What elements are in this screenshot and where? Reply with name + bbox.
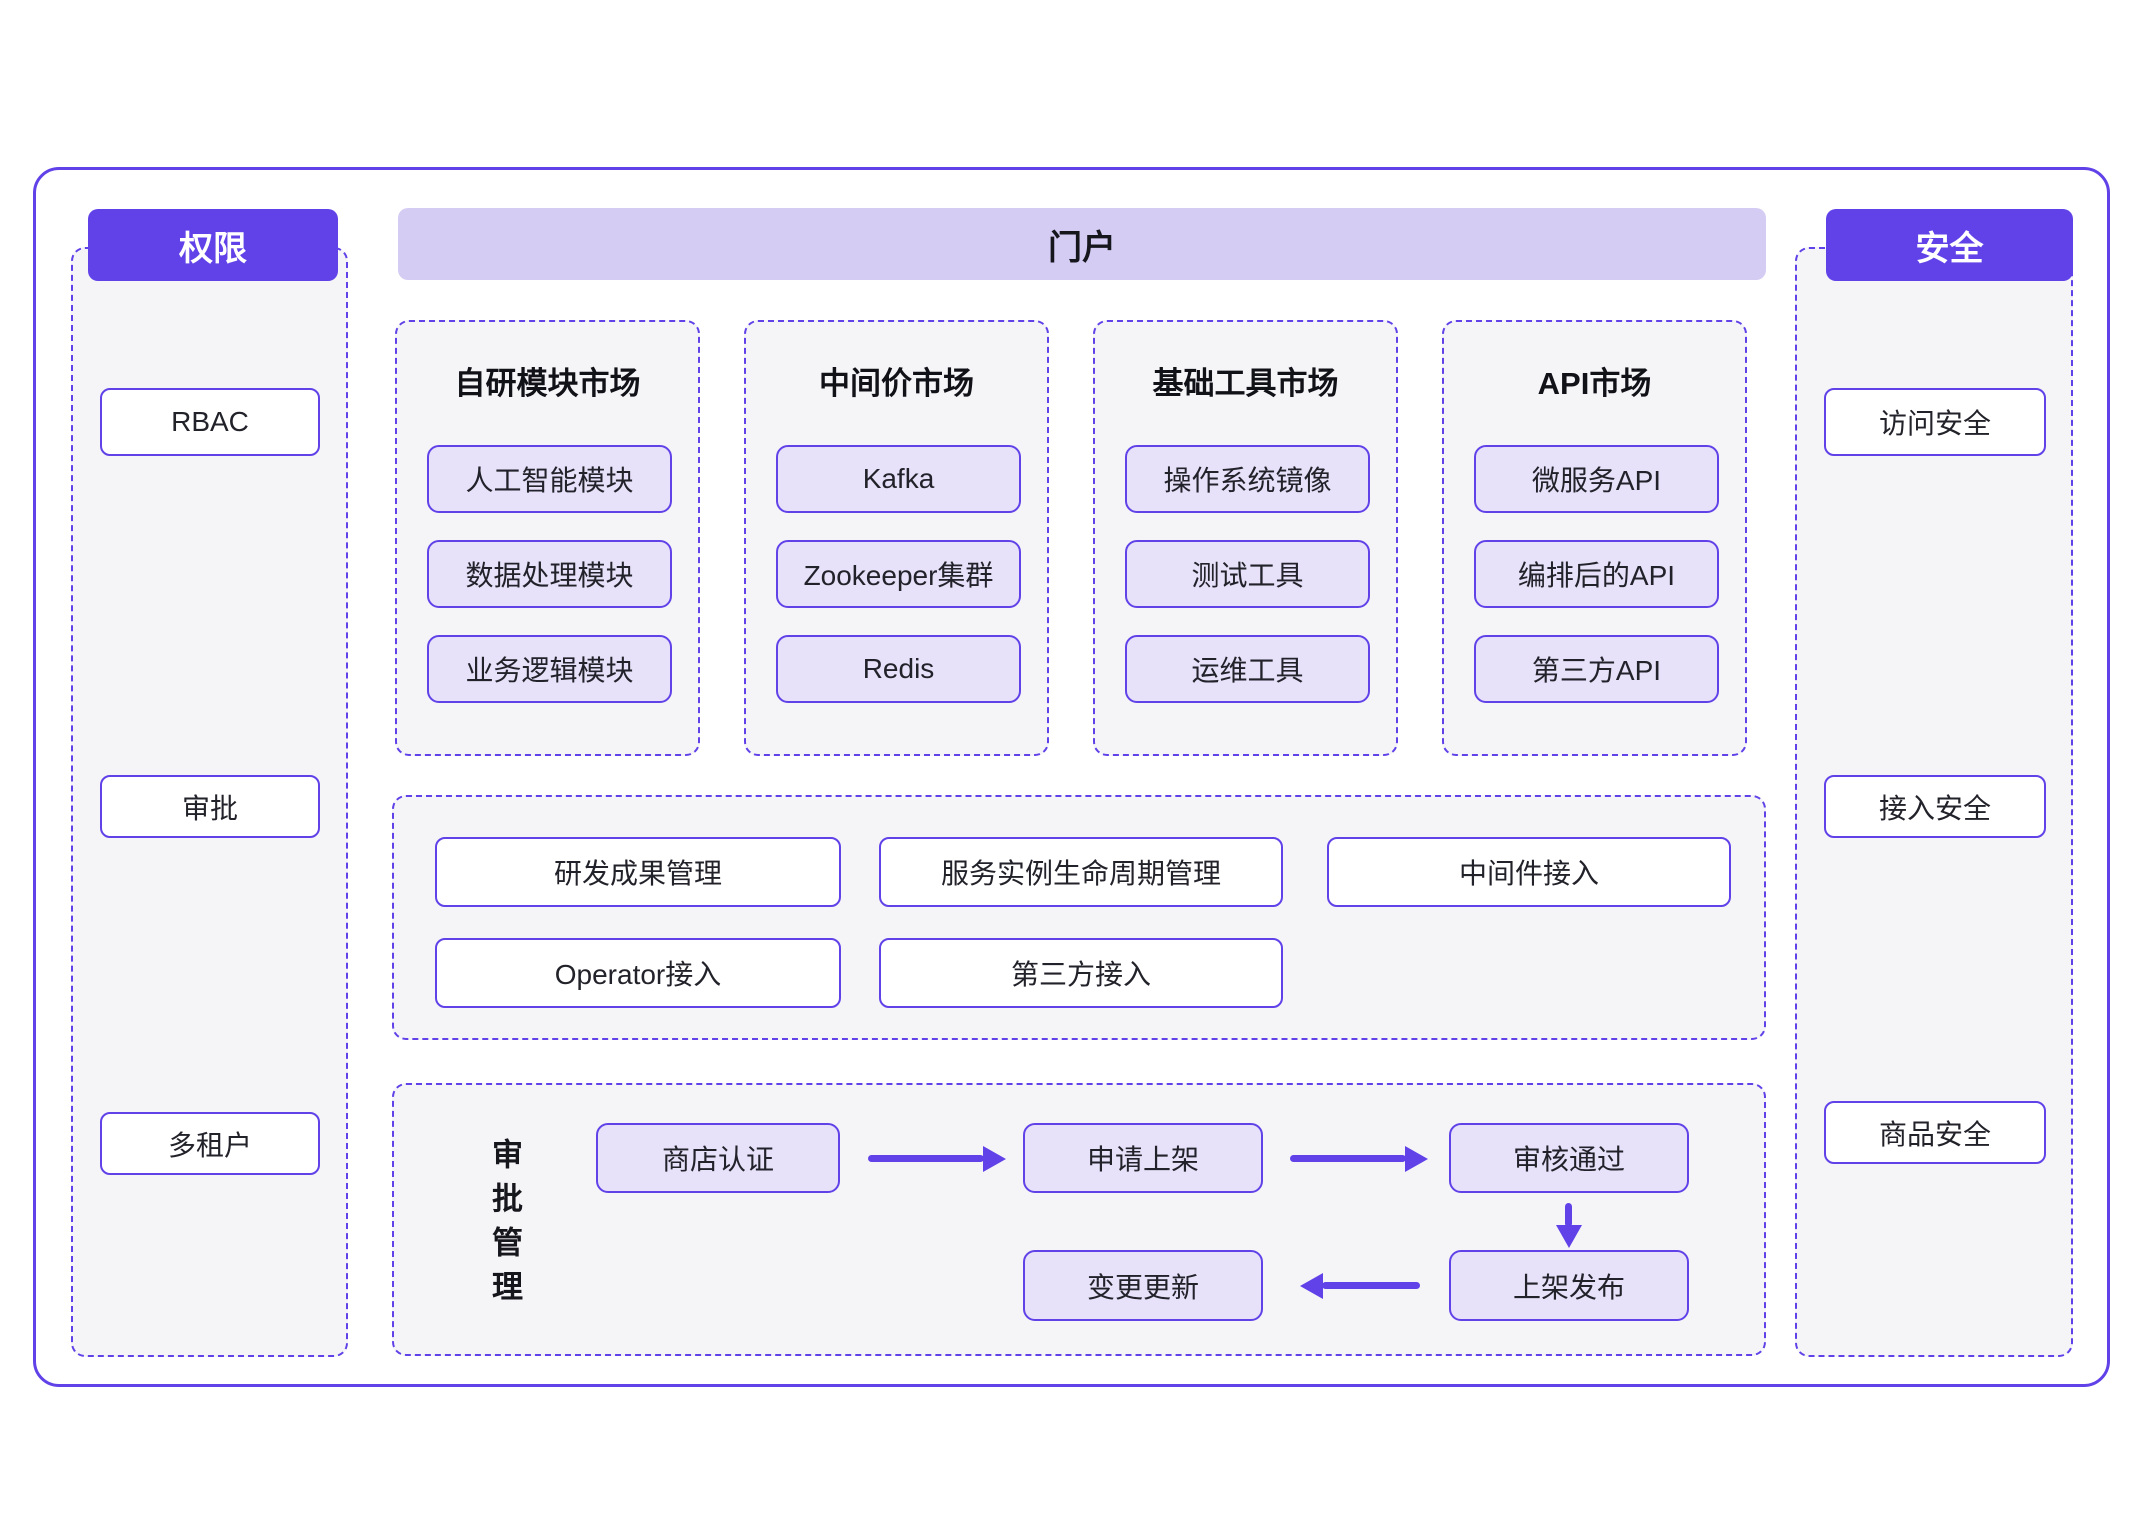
arrow-left-icon	[1322, 1282, 1420, 1289]
market-column-basic-tools: 基础工具市场 操作系统镜像 测试工具 运维工具	[1093, 320, 1398, 756]
market-column-api: API市场 微服务API 编排后的API 第三方API	[1442, 320, 1747, 756]
market-item: 操作系统镜像	[1125, 445, 1370, 513]
market-item: 微服务API	[1474, 445, 1719, 513]
market-item: 人工智能模块	[427, 445, 672, 513]
market-item: 运维工具	[1125, 635, 1370, 703]
management-item-operator-access: Operator接入	[435, 938, 841, 1008]
approval-step-review-passed: 审核通过	[1449, 1123, 1689, 1193]
market-column-middleware: 中间价市场 Kafka Zookeeper集群 Redis	[744, 320, 1049, 756]
arrow-right-icon	[1290, 1155, 1406, 1162]
management-item-thirdparty-access: 第三方接入	[879, 938, 1283, 1008]
market-title: API市场	[1537, 366, 1652, 401]
market-title: 基础工具市场	[1152, 366, 1339, 401]
market-title: 中间价市场	[819, 366, 974, 401]
permission-item-rbac: RBAC	[100, 388, 320, 456]
management-item-middleware-access: 中间件接入	[1327, 837, 1731, 907]
security-item-access: 访问安全	[1824, 388, 2046, 456]
management-item-instance-lifecycle: 服务实例生命周期管理	[879, 837, 1283, 907]
market-title: 自研模块市场	[454, 366, 641, 401]
market-item: 业务逻辑模块	[427, 635, 672, 703]
approval-step-publish: 上架发布	[1449, 1250, 1689, 1321]
market-item: Kafka	[776, 445, 1021, 513]
security-header: 安全	[1826, 209, 2073, 281]
management-item-rd-results: 研发成果管理	[435, 837, 841, 907]
market-column-self-developed: 自研模块市场 人工智能模块 数据处理模块 业务逻辑模块	[395, 320, 700, 756]
arrow-right-icon	[868, 1155, 984, 1162]
market-item: Redis	[776, 635, 1021, 703]
permission-header: 权限	[88, 209, 338, 281]
portal-header: 门户	[398, 208, 1766, 280]
security-item-integration: 接入安全	[1824, 775, 2046, 838]
approval-step-store-cert: 商店认证	[596, 1123, 840, 1193]
market-item: 测试工具	[1125, 540, 1370, 608]
approval-step-apply-listing: 申请上架	[1023, 1123, 1263, 1193]
arrow-down-icon	[1565, 1203, 1572, 1227]
market-item: 数据处理模块	[427, 540, 672, 608]
security-item-goods: 商品安全	[1824, 1101, 2046, 1164]
market-item: 第三方API	[1474, 635, 1719, 703]
approval-step-change-update: 变更更新	[1023, 1250, 1263, 1321]
market-item: Zookeeper集群	[776, 540, 1021, 608]
market-item: 编排后的API	[1474, 540, 1719, 608]
permission-item-approval: 审批	[100, 775, 320, 838]
permission-item-multitenant: 多租户	[100, 1112, 320, 1175]
approval-label: 审批管理	[487, 1138, 522, 1314]
